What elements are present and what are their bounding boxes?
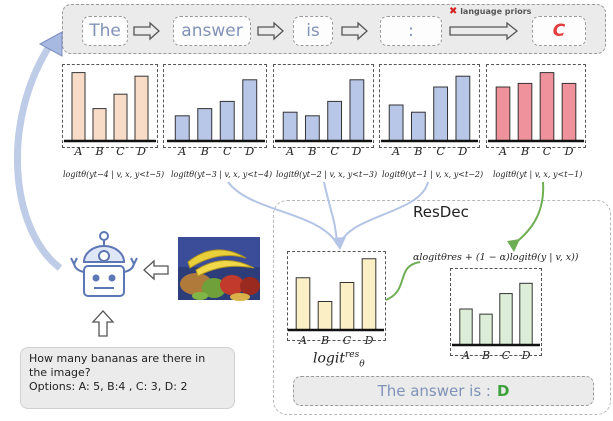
logit-chart-t [486, 64, 586, 148]
feedback-arrow [13, 40, 63, 271]
tick-label: B [200, 145, 209, 158]
logit-chart-t3 [163, 64, 267, 148]
tick-label: C [543, 145, 552, 158]
residual-logit-chart [287, 251, 386, 341]
tick-label: A [461, 349, 470, 362]
robot-icon [70, 231, 138, 297]
tick-label: D [136, 145, 146, 158]
tick-label: A [298, 334, 307, 347]
tick-label: D [364, 334, 374, 347]
caption-t4: logitθ(yt−4 | v, x, y<t−5) [63, 170, 165, 179]
token-the: The [82, 16, 128, 46]
tick-label: B [520, 145, 529, 158]
caption-t: logitθ(yt | v, x, y<t−1) [493, 170, 583, 179]
residual-logit-label: logitresθ [313, 350, 365, 370]
tick-label: C [116, 145, 125, 158]
final-answer-value: D [496, 382, 510, 400]
feedback-arrowhead-icon [38, 31, 63, 57]
arrow-right-icon [341, 21, 368, 41]
tick-label: D [244, 145, 254, 158]
arrow-down-icon [507, 239, 520, 252]
tick-label: D [521, 349, 531, 362]
caption-t1: logitθ(yt−1 | v, x, y<t−2) [382, 170, 484, 179]
question-line: the image? [29, 366, 91, 379]
tick-label: A [498, 145, 507, 158]
question-line: How many bananas are there in [29, 352, 206, 365]
logit-chart-t1 [379, 64, 480, 148]
combined-logit-chart [450, 268, 542, 356]
language-priors-text: language priors [460, 7, 532, 16]
tick-label: D [351, 145, 361, 158]
logit-chart-t2 [273, 64, 374, 148]
question-line: Options: A: 5, B:4 , C: 3, D: 2 [29, 380, 188, 393]
tick-label: A [391, 145, 400, 158]
arrow-right-icon [257, 21, 284, 41]
tick-label: C [502, 349, 511, 362]
logit-chart-t4 [62, 64, 158, 148]
cross-icon: ✖ [449, 6, 458, 17]
token-output-c: C [532, 16, 586, 46]
tick-label: B [481, 349, 490, 362]
tick-label: B [320, 334, 329, 347]
combination-formula: αlogitθres + (1 − α)logitθ(y | v, x)) [413, 252, 579, 263]
arrow-down-icon [332, 237, 346, 250]
tick-label: C [343, 334, 352, 347]
tick-label: A [285, 145, 294, 158]
arrow-up-icon [91, 310, 115, 337]
final-answer-box: The answer is : D [293, 376, 594, 406]
tick-label: A [74, 145, 83, 158]
tick-label: D [457, 145, 467, 158]
resdec-label: ResDec [413, 203, 469, 221]
language-priors-label: ✖ language priors [449, 6, 531, 17]
green-arrow [513, 181, 545, 245]
fruit-image [178, 237, 260, 301]
arrow-right-icon [133, 21, 160, 41]
tick-label: C [436, 145, 445, 158]
tick-label: C [330, 145, 339, 158]
question-box: How many bananas are there in the image?… [20, 347, 235, 409]
tick-label: B [413, 145, 422, 158]
final-answer-prefix: The answer is : [377, 382, 491, 400]
tick-label: A [177, 145, 186, 158]
arrow-left-icon [143, 259, 169, 281]
flow-arrows [227, 181, 429, 245]
tick-label: B [307, 145, 316, 158]
caption-t3: logitθ(yt−3 | v, x, y<t−4) [171, 170, 273, 179]
arrow-right-icon [449, 21, 519, 41]
resdec-panel [273, 200, 611, 415]
token-is: is [293, 16, 333, 46]
tick-label: D [564, 145, 574, 158]
tick-label: C [223, 145, 232, 158]
token-answer: answer [173, 16, 251, 46]
token-colon: : [380, 16, 442, 46]
caption-t2: logitθ(yt−2 | v, x, y<t−3) [276, 170, 378, 179]
tick-label: B [94, 145, 103, 158]
green-arrow [385, 261, 421, 301]
